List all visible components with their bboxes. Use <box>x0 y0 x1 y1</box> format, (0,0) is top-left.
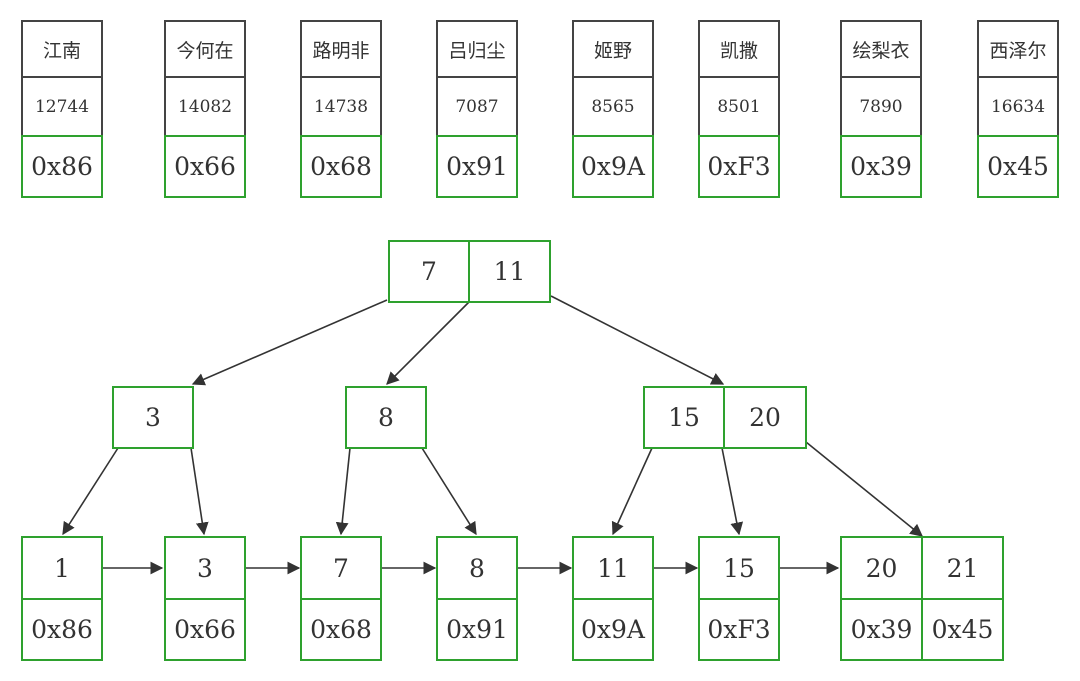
record-name: 江南 <box>21 20 103 78</box>
leaf-key: 20 <box>840 536 923 600</box>
record-value: 7890 <box>840 76 922 137</box>
record-name: 姬野 <box>572 20 654 78</box>
record-value: 14738 <box>300 76 382 137</box>
leaf-key: 7 <box>300 536 382 600</box>
record-address: 0x91 <box>436 135 518 198</box>
edge-node-20-to-leaf-20 <box>805 441 923 537</box>
record-address: 0x66 <box>164 135 246 198</box>
record-name: 凯撒 <box>698 20 780 78</box>
leaf-key: 11 <box>572 536 654 600</box>
edge-node-3-to-leaf-1 <box>62 447 119 536</box>
edge-node-8-to-leaf-8 <box>421 447 477 536</box>
leaf-address: 0xF3 <box>698 598 780 661</box>
record-value: 12744 <box>21 76 103 137</box>
leaf-key: 15 <box>698 536 780 600</box>
leaf-key: 1 <box>21 536 103 600</box>
edge-root-to-node-8 <box>386 301 470 385</box>
leaf-key: 21 <box>921 536 1004 600</box>
leaf-key: 8 <box>436 536 518 600</box>
leaf-address: 0x86 <box>21 598 103 661</box>
record-address: 0x86 <box>21 135 103 198</box>
leaf-address: 0x66 <box>164 598 246 661</box>
record-name: 西泽尔 <box>977 20 1059 78</box>
record-name: 吕归尘 <box>436 20 518 78</box>
edge-node-3-to-leaf-3 <box>190 447 209 536</box>
edge-node-15-to-leaf-11 <box>611 447 653 536</box>
record-name: 绘梨衣 <box>840 20 922 78</box>
edge-node-8-to-leaf-7 <box>335 447 351 536</box>
record-name: 今何在 <box>164 20 246 78</box>
root-key: 11 <box>468 240 551 303</box>
record-address: 0xF3 <box>698 135 780 198</box>
record-value: 16634 <box>977 76 1059 137</box>
record-address: 0x45 <box>977 135 1059 198</box>
record-value: 8501 <box>698 76 780 137</box>
edge-root-to-node-15-20 <box>550 295 725 385</box>
leaf-address: 0x9A <box>572 598 654 661</box>
leaf-address: 0x68 <box>300 598 382 661</box>
record-address: 0x9A <box>572 135 654 198</box>
record-value: 14082 <box>164 76 246 137</box>
record-name: 路明非 <box>300 20 382 78</box>
internal-key: 20 <box>723 386 807 449</box>
record-value: 8565 <box>572 76 654 137</box>
leaf-address: 0x45 <box>921 598 1004 661</box>
record-address: 0x68 <box>300 135 382 198</box>
internal-key: 15 <box>643 386 725 449</box>
leaf-address: 0x39 <box>840 598 923 661</box>
internal-key: 8 <box>345 386 427 449</box>
edge-root-to-node-3 <box>191 299 388 386</box>
leaf-key: 3 <box>164 536 246 600</box>
root-key: 7 <box>388 240 470 303</box>
leaf-address: 0x91 <box>436 598 518 661</box>
internal-key: 3 <box>112 386 194 449</box>
record-value: 7087 <box>436 76 518 137</box>
record-address: 0x39 <box>840 135 922 198</box>
edge-node-15-to-leaf-15 <box>721 447 744 536</box>
